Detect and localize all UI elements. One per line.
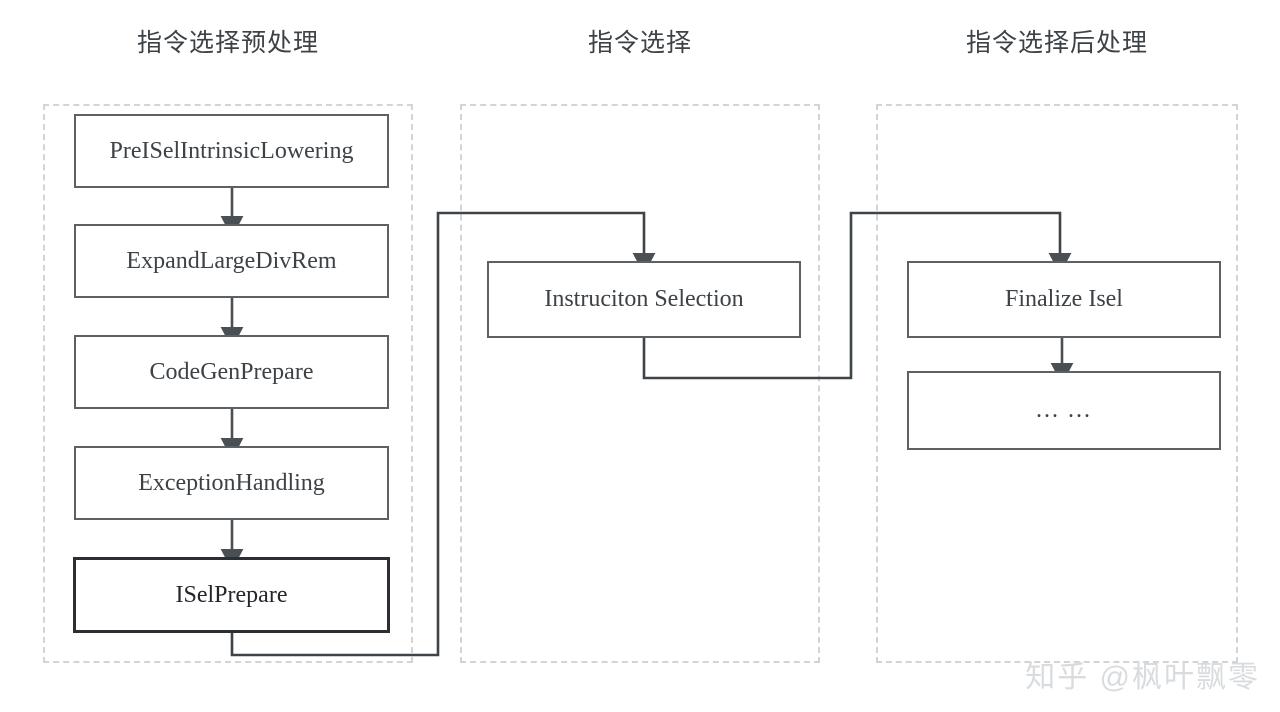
node-finalize-isel[interactable]: Finalize Isel xyxy=(907,261,1221,338)
node-label: ExceptionHandling xyxy=(138,469,325,496)
node-instruction-selection[interactable]: Instruciton Selection xyxy=(487,261,801,338)
node-label: PreISelIntrinsicLowering xyxy=(109,137,354,164)
node-label: Instruciton Selection xyxy=(544,286,744,313)
node-preisel-intrinsic-lowering[interactable]: PreISelIntrinsicLowering xyxy=(74,114,389,188)
node-isel-prepare[interactable]: ISelPrepare xyxy=(73,557,390,633)
group-container-post-isel xyxy=(876,104,1238,663)
node-label: Finalize Isel xyxy=(1005,286,1123,313)
node-label: ISelPrepare xyxy=(175,581,288,608)
node-codegen-prepare[interactable]: CodeGenPrepare xyxy=(74,335,389,409)
column-title-isel: 指令选择 xyxy=(587,30,692,57)
column-title-post-isel: 指令选择后处理 xyxy=(965,30,1148,57)
node-exception-handling[interactable]: ExceptionHandling xyxy=(74,446,389,520)
node-ellipsis[interactable]: ... ... xyxy=(907,371,1221,450)
node-label: CodeGenPrepare xyxy=(149,358,314,385)
node-label: ExpandLargeDivRem xyxy=(126,247,337,274)
watermark: 知乎 @枫叶飘零 xyxy=(1025,661,1260,694)
node-label: ... ... xyxy=(1036,397,1092,424)
node-expand-large-div-rem[interactable]: ExpandLargeDivRem xyxy=(74,224,389,298)
group-container-isel xyxy=(460,104,820,663)
column-title-pre-isel: 指令选择预处理 xyxy=(136,30,319,57)
